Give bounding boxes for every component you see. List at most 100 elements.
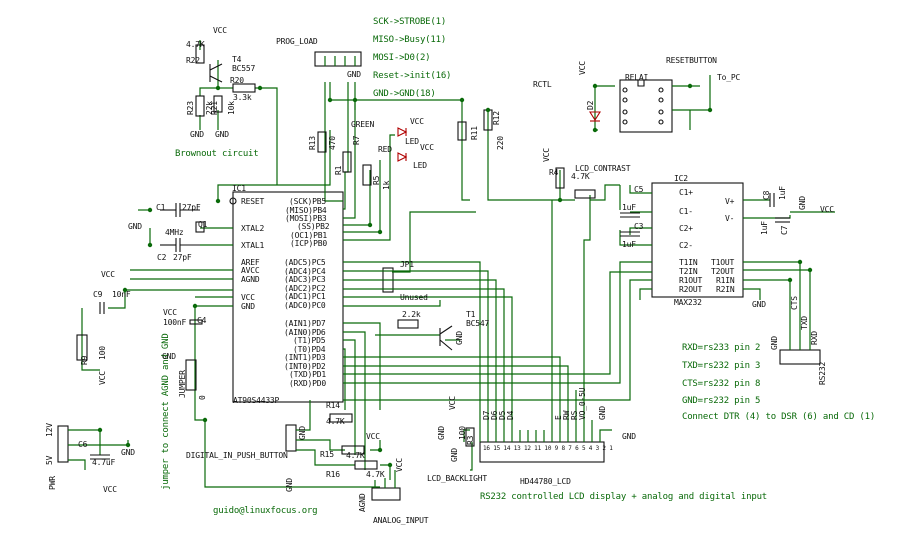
label-rxd: RXD [810,331,819,345]
label-c1: C1 [156,203,166,212]
label-txd: TXD [800,316,809,330]
gnd-ic2: GND [752,300,766,309]
label-r13: R13 [308,136,317,150]
vcc-t4: VCC [213,26,227,35]
pin-c2p: C2+ [679,224,693,233]
pin-pd4: (T0)PD4 [293,345,326,354]
pin-avcc: AVCC [241,266,260,275]
label-pwr: PWR [48,476,57,490]
label-c8: C8 [762,190,771,200]
pin-pd1: (TXD)PD1 [289,370,326,379]
label-100nf: 100nF [163,318,187,327]
vcc-ic2: VCC [820,205,834,214]
label-q1: Q1 [198,220,208,229]
pin-t2in: T2IN [679,267,698,276]
lcd-pin-wires [463,195,612,471]
relay-body [619,79,673,133]
label-4mhz: 4MHz [165,228,184,237]
pin-c1p: C1+ [679,188,693,197]
junctions [97,83,813,468]
label-5v: 5V [45,455,54,465]
label-lcd-backlight: LCD_BACKLIGHT [427,474,488,483]
label-digital-in: DIGITAL_IN_PUSH_BUTTON [186,451,288,460]
label-r16: R16 [326,470,340,479]
pin-pc2: (ADC2)PC2 [284,284,326,293]
resistors [195,44,596,470]
gnd-ic1: GND [162,352,176,361]
label-hd44780: HD44780_LCD [520,477,571,486]
label-220: 220 [496,136,505,150]
ic1-left-wires [81,130,380,488]
label-27pf-b: 27pF [173,253,192,262]
vcc-r9: VCC [98,371,107,385]
label-r3: R3 [466,435,475,445]
pin-pb4: (MISO)PB4 [285,206,327,215]
gnd-rs232: GND [770,336,779,350]
analog-in-header [371,487,401,501]
label-27pf: 27pF [182,203,201,212]
label-r9: R9 [80,355,89,365]
pin-pb0: (ICP)PB0 [290,239,327,248]
vcc-ic1: VCC [163,308,177,317]
ic1-right-bus [324,82,652,470]
ic2-caps [90,193,790,460]
label-2k2: 2.2k [402,310,421,319]
pin-r2out: R2OUT [679,285,703,294]
label-1uf-c8: 1uF [778,186,787,200]
label-led-red: LED [413,161,427,170]
pin-aref: AREF [241,258,260,267]
label-c6: C6 [78,440,88,449]
label-resetbutton: RESETBUTTON [666,56,717,65]
label-c2: C2 [157,253,167,262]
note-dtr: Connect DTR (4) to DSR (6) and CD (1) [682,412,876,422]
label-r1: R1 [334,165,343,175]
transistors [209,63,453,351]
label-r23: R23 [186,101,195,115]
label-d2: D2 [586,100,595,110]
label-r21: R21 [210,101,219,115]
label-max232: MAX232 [674,298,702,307]
gnd-pwr: GND [121,448,135,457]
pin-t1in: T1IN [679,258,698,267]
lcd-pin-numbers: 16 15 14 13 12 11 10 9 8 7 6 5 4 3 2 1 [483,445,613,452]
pin-pc1: (ADC1)PC1 [284,292,326,301]
gnd-lcd-right: GND [622,432,636,441]
lcd-pin-vo: VO_0-5U [578,387,587,420]
label-rs232: RS232 [818,361,827,385]
pin-pd7: (AIN1)PD7 [284,319,326,328]
label-bc547: BC547 [466,319,490,328]
pin-pc5: (ADC5)PC5 [284,258,326,267]
pin-c2m: C2- [679,241,693,250]
label-led-green: LED [405,137,419,146]
pin-pd2: (INT0)PD2 [284,362,326,371]
lcd-connector [479,441,605,463]
label-c4: C4 [197,316,207,325]
label-t1: T1 [466,310,476,319]
vcc-r3: VCC [448,396,457,410]
pin-r1in: R1IN [716,276,735,285]
gnd-ai: GND [285,478,294,492]
ic2-body [651,182,744,298]
note-reset: Reset->init(16) [373,71,452,81]
lcd-pin-gnd: GND [598,406,607,420]
label-r14: R14 [326,401,340,410]
note-mosi: MOSI->D0(2) [373,53,431,63]
label-lcd-contrast: LCD_CONTRAST [575,164,631,173]
label-100-r3: 100 [458,426,467,440]
note-gnd-rs232: GND=rs232 pin 5 [682,396,761,406]
label-4k7-r15: 4.7K [346,451,365,460]
label-jp1: JP1 [400,260,414,269]
note-rxd: RXD=rs233 pin 2 [682,343,761,353]
label-rctl: RCTL [533,80,552,89]
vcc-green: VCC [410,117,424,126]
gnd-r21: GND [215,130,229,139]
gnd-t1: GND [455,331,464,345]
label-1k: 1k [382,180,391,190]
pin-xtal1: XTAL1 [241,241,265,250]
label-10k: 10k [227,101,236,115]
pin-pc4: (ADC4)PC4 [284,267,326,276]
label-relai: RELAI [625,73,649,82]
pin-xtal2: XTAL2 [241,224,265,233]
label-r4: R4 [549,168,559,177]
